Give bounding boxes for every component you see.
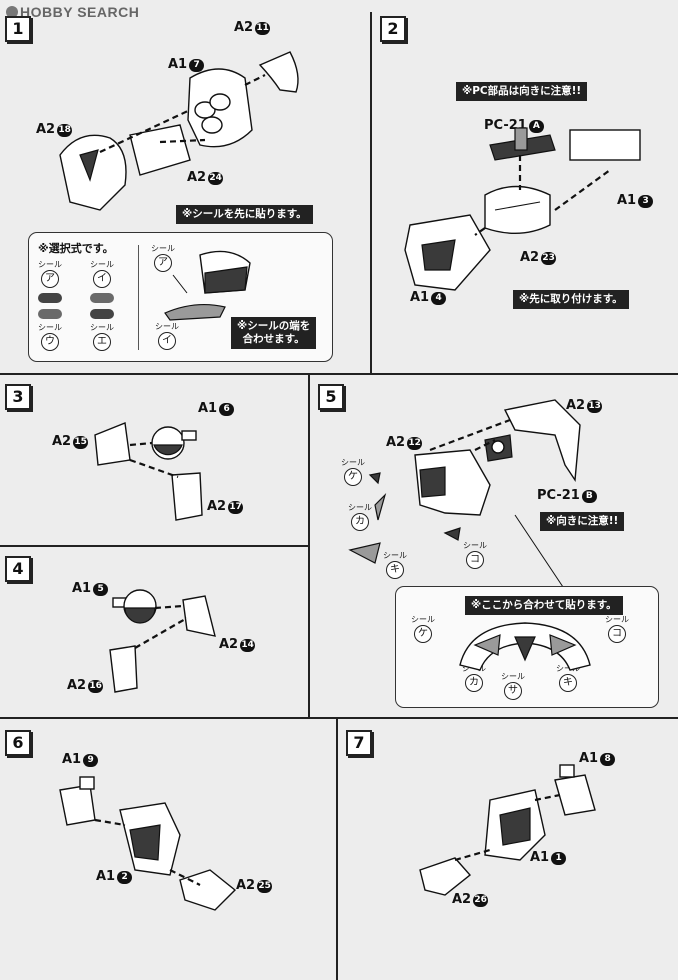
divider xyxy=(0,717,678,719)
seal-ref: シールコ xyxy=(602,615,632,643)
seal-swatch xyxy=(90,293,114,303)
step-number: 3 xyxy=(5,384,31,410)
seal-ref: シールア xyxy=(35,260,65,288)
seal-ref: シールケ xyxy=(408,615,438,643)
seal-ref: シールコ xyxy=(460,541,490,569)
step-number: 1 xyxy=(5,16,31,42)
align-note: ※シールの端を合わせます。 xyxy=(231,317,317,350)
seal-swatch xyxy=(90,309,114,319)
seal-ref: シールエ xyxy=(87,323,117,351)
step2-warning: ※PC部品は向きに注意!! xyxy=(456,82,588,102)
divider xyxy=(0,373,678,375)
step7-parts-drawing xyxy=(419,764,596,896)
step1-note: ※シールを先に貼ります。 xyxy=(176,205,313,225)
step4-parts-drawing xyxy=(109,589,216,693)
seal-swatch xyxy=(38,293,62,303)
step5-detail-drawing xyxy=(459,622,591,671)
seal-ref: シールキ xyxy=(553,664,583,692)
step-number: 4 xyxy=(5,556,31,582)
seal-ref: シールイ xyxy=(152,322,182,350)
watermark: HOBBY SEARCH xyxy=(6,4,139,20)
divider xyxy=(0,545,308,547)
step5-parts-drawing xyxy=(348,399,581,591)
seal-ref: シールケ xyxy=(338,458,368,486)
seal-ref: シールカ xyxy=(345,503,375,531)
step5-warning: ※向きに注意!! xyxy=(540,512,625,532)
seal-ref: シールサ xyxy=(498,672,528,700)
seal-swatch xyxy=(38,309,62,319)
step2-note: ※先に取り付けます。 xyxy=(513,290,629,310)
step3-parts-drawing xyxy=(94,422,203,521)
step1-sticker-drawing xyxy=(164,250,251,321)
detail-note: ※ここから合わせて貼ります。 xyxy=(465,596,623,616)
divider xyxy=(336,719,338,980)
seal-ref: シールア xyxy=(148,244,178,272)
divider xyxy=(370,12,372,374)
seal-ref: シールウ xyxy=(35,323,65,351)
step-number: 2 xyxy=(380,16,406,42)
step2-parts-drawing xyxy=(404,127,641,291)
step-number: 7 xyxy=(346,730,372,756)
divider xyxy=(138,245,139,350)
step-number: 6 xyxy=(5,730,31,756)
seal-ref: シールキ xyxy=(380,551,410,579)
step1-parts-drawing xyxy=(59,51,299,211)
watermark-logo-icon xyxy=(6,6,18,18)
divider xyxy=(308,375,310,717)
step6-parts-drawing xyxy=(59,776,237,911)
seal-ref: シールイ xyxy=(87,260,117,288)
step-number: 5 xyxy=(318,384,344,410)
selection-note: ※選択式です。 xyxy=(38,242,114,255)
